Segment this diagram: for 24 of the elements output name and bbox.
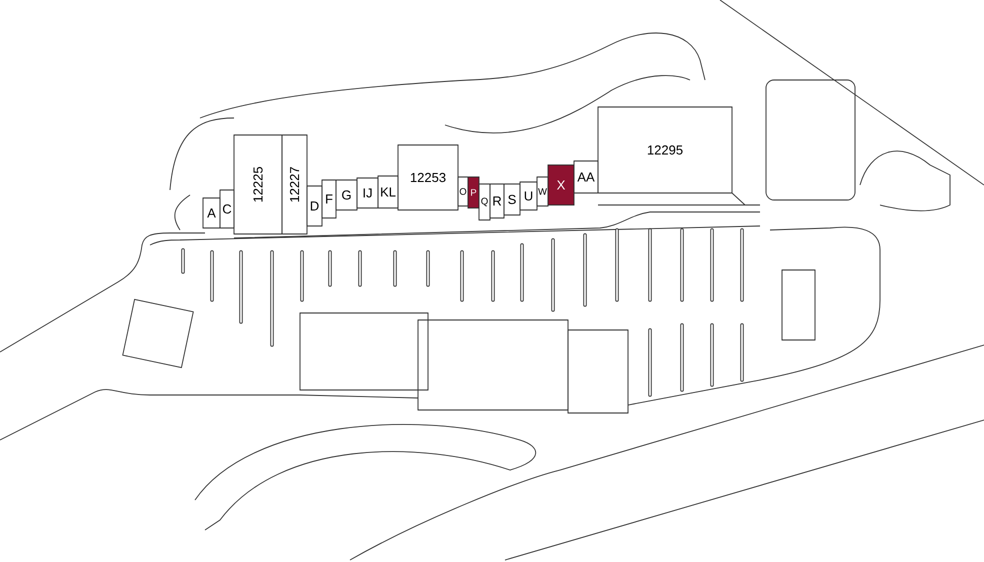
unit-box: 12227 (282, 134, 308, 234)
unit-box: 12295 (598, 106, 732, 194)
unit-box: P (468, 176, 480, 208)
building-pad (766, 80, 856, 200)
unit-box: G (336, 180, 358, 210)
unit-box: 12253 (398, 144, 458, 210)
unit-box: D (306, 186, 322, 226)
unit-box: A (202, 198, 220, 228)
unit-box: C (220, 190, 234, 228)
building-pad (122, 298, 194, 368)
unit-box: AA (574, 160, 598, 194)
building-pad (300, 312, 428, 390)
building-pad (568, 330, 628, 414)
unit-box: S (504, 184, 520, 216)
unit-box: 12225 (234, 134, 282, 234)
unit-box: F (322, 180, 336, 218)
building-pad (418, 320, 568, 410)
unit-box: KL (378, 176, 398, 208)
building-pad (782, 270, 816, 340)
unit-box: U (520, 182, 538, 210)
unit-box: Q (478, 184, 490, 220)
unit-box: IJ (356, 178, 378, 208)
unit-box: X (548, 164, 574, 206)
unit-box: R (490, 184, 504, 218)
